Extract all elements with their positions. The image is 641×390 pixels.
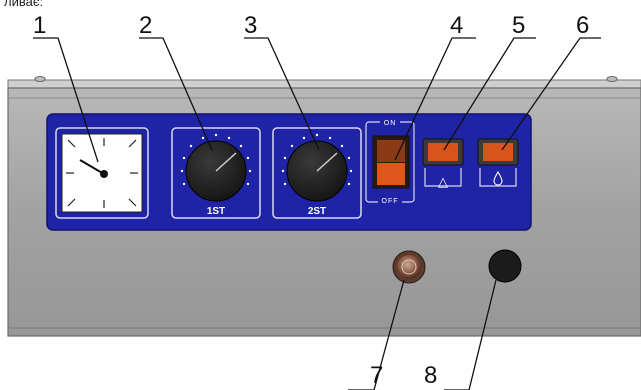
screw-left <box>34 76 46 82</box>
gauge-needle <box>79 159 105 175</box>
round-button-8[interactable] <box>488 249 522 283</box>
header-fragment: ливає: <box>4 0 43 9</box>
water-drop-icon <box>493 170 503 186</box>
dial-label-2: 2ST <box>308 206 326 217</box>
callout-3: 3 <box>244 12 257 39</box>
dial-scale-dots-1 <box>180 133 252 186</box>
leader-lines <box>33 37 601 390</box>
thermostat-knob-1[interactable]: 1ST <box>171 127 261 219</box>
indicator-lamp-5: △ <box>422 138 464 190</box>
callout-7: 7 <box>370 362 383 389</box>
indicator-lamp-6 <box>477 138 519 187</box>
callout-4: 4 <box>450 12 463 39</box>
callout-1: 1 <box>33 12 46 39</box>
gauge-pivot <box>100 170 108 178</box>
callout-6: 6 <box>576 12 589 39</box>
signal-lamp-7 <box>392 250 426 284</box>
warning-triangle-icon: △ <box>438 175 448 190</box>
callout-8: 8 <box>424 362 437 389</box>
power-switch[interactable]: ON OFF <box>365 118 415 206</box>
dial-label-1: 1ST <box>207 206 225 217</box>
dial-scale-dots-2 <box>281 133 353 186</box>
switch-off-label: OFF <box>382 198 399 205</box>
screw-right <box>606 76 618 82</box>
thermostat-knob-2[interactable]: 2ST <box>272 127 362 219</box>
callout-5: 5 <box>512 12 525 39</box>
switch-on-label: ON <box>384 120 397 127</box>
callout-2: 2 <box>139 12 152 39</box>
gauge <box>55 127 149 219</box>
callout-labels: 1 2 3 4 5 6 7 8 <box>33 12 589 389</box>
